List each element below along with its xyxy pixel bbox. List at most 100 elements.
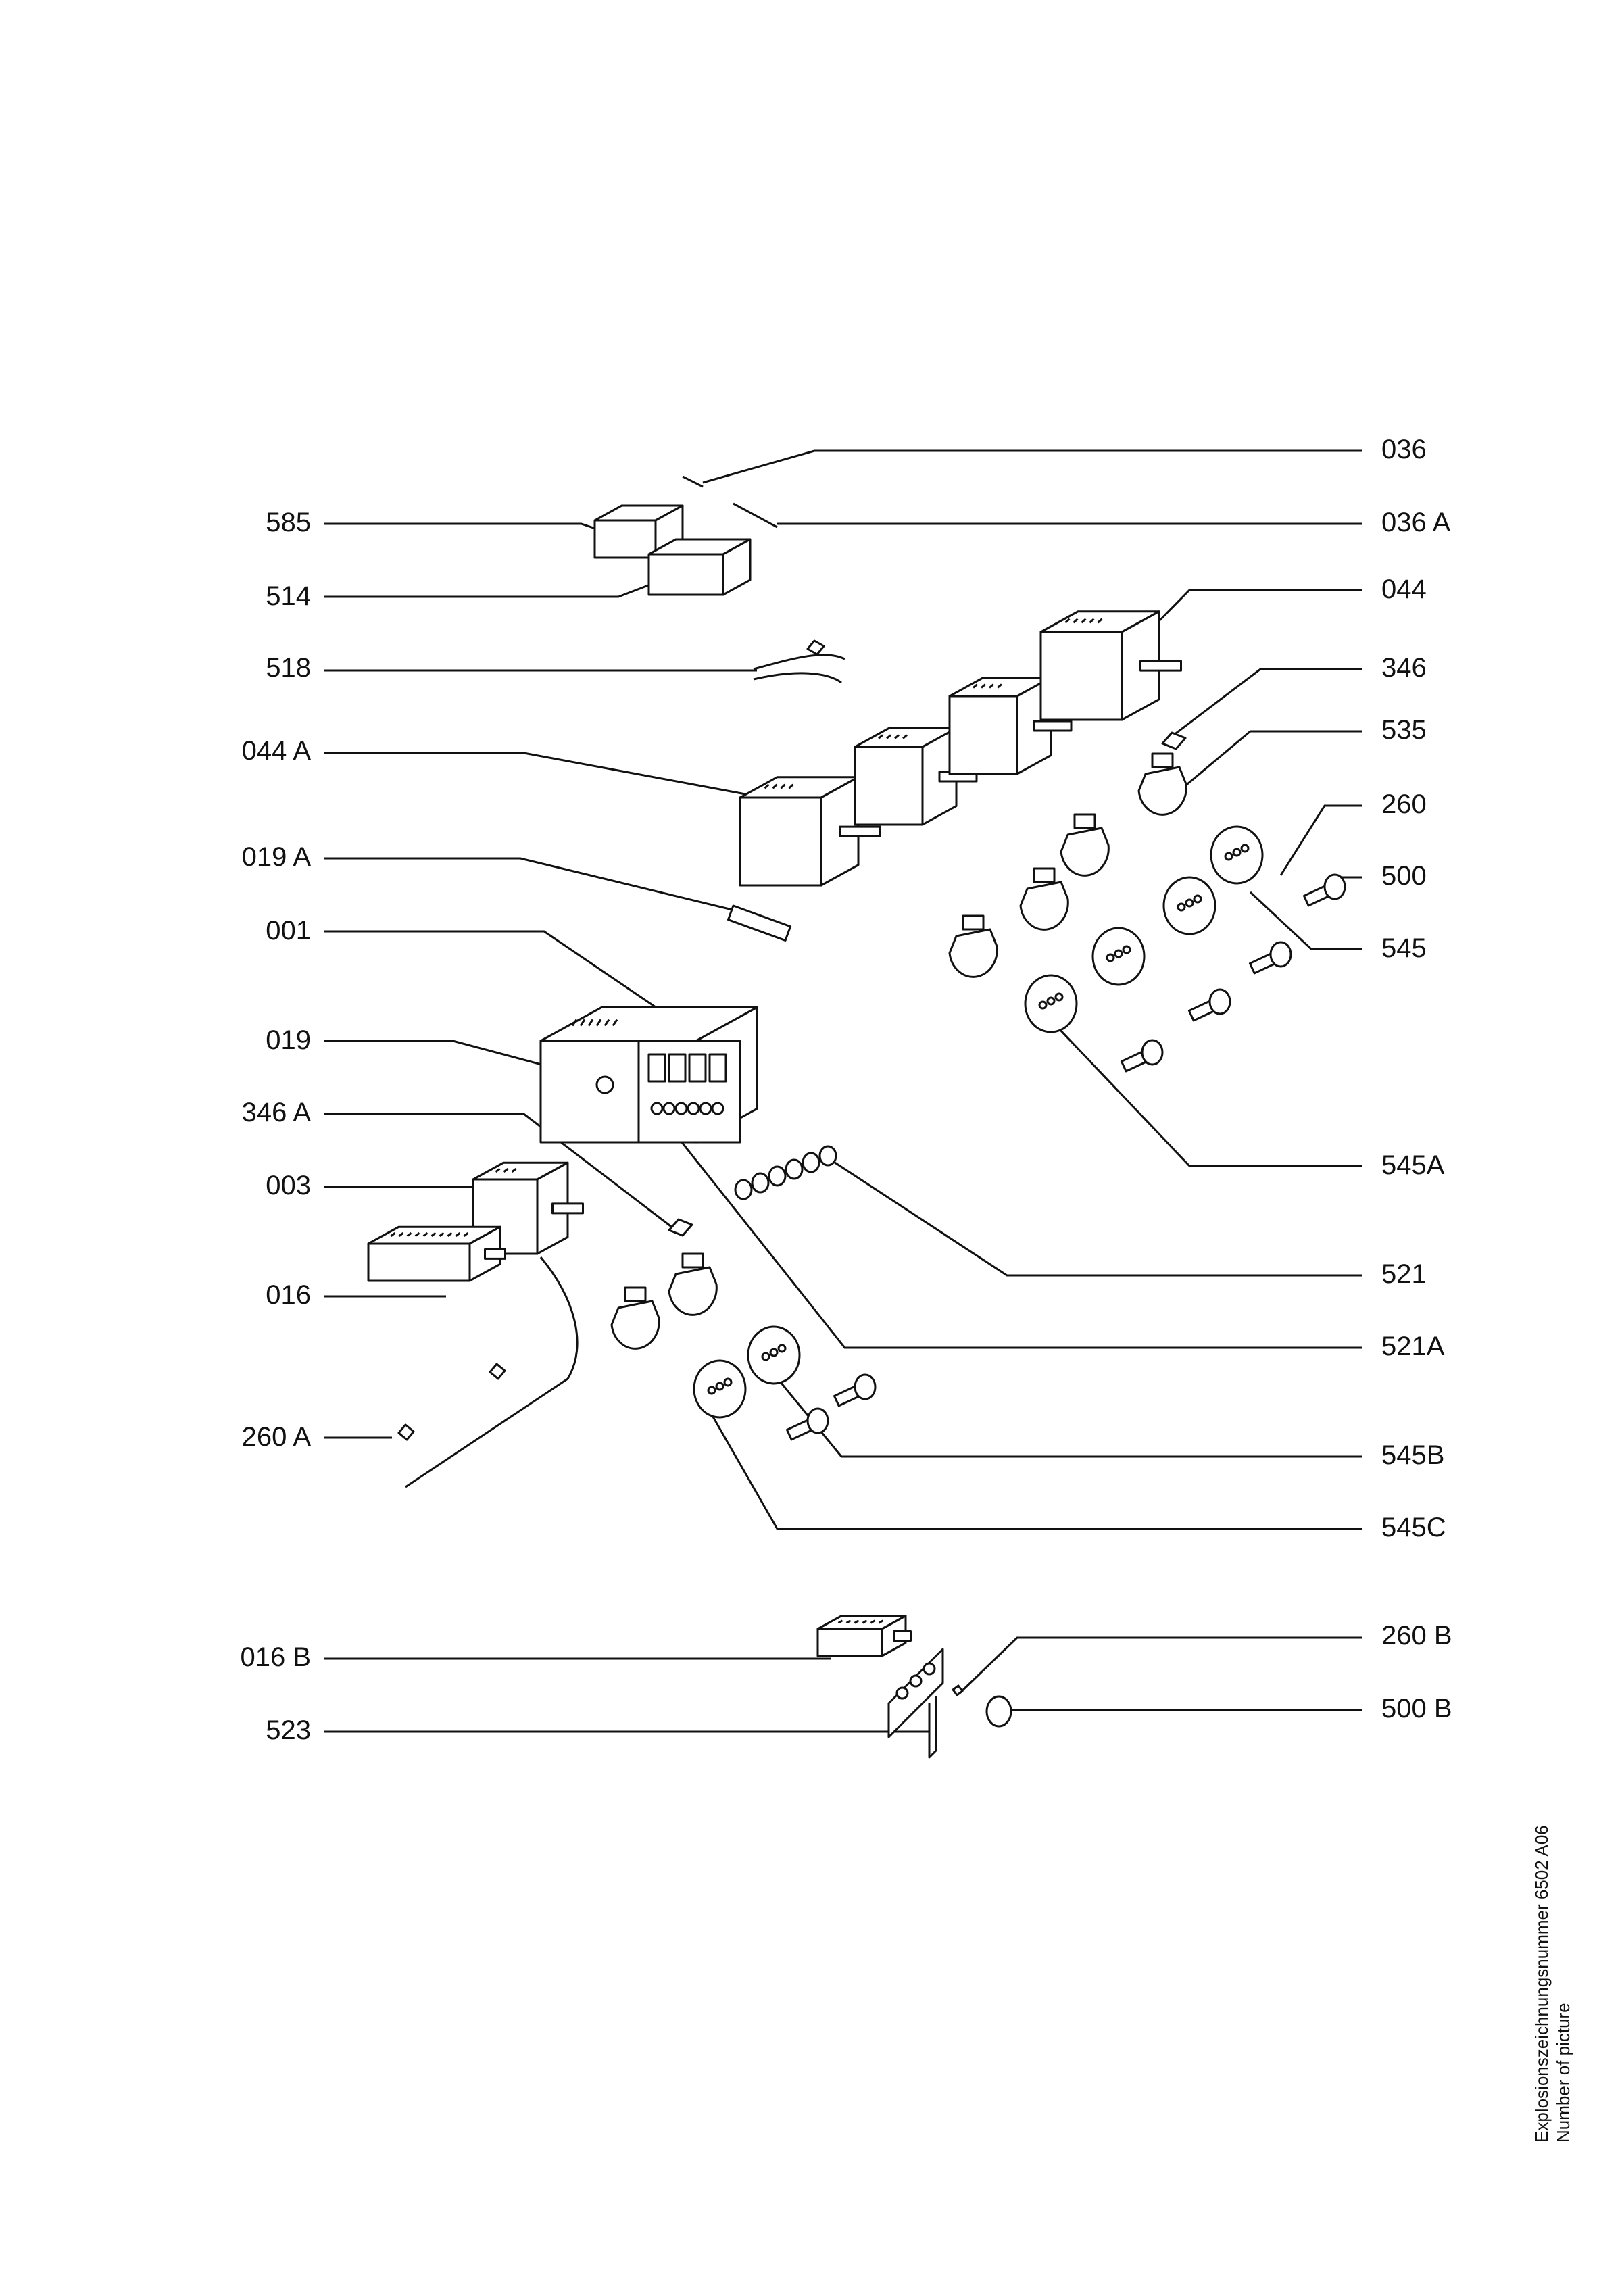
- label-500: 500: [1381, 861, 1427, 891]
- plate-hole: [909, 1674, 923, 1688]
- leader-260: [1279, 804, 1362, 876]
- bezel-1: [948, 914, 998, 978]
- timer-digit: [668, 1053, 687, 1083]
- label-521A: 521A: [1381, 1332, 1445, 1361]
- knob-545B: [747, 1325, 801, 1385]
- push-button-521: [751, 1172, 770, 1194]
- leader-260B: [958, 1636, 1362, 1694]
- timer-button: [662, 1102, 676, 1115]
- leader-521: [824, 1154, 1362, 1277]
- leader-514: [324, 580, 660, 598]
- bezel-535: [1137, 752, 1187, 816]
- regulator-044A: [739, 776, 881, 887]
- parts-artwork: [367, 475, 1346, 1759]
- label-003: 003: [266, 1171, 311, 1200]
- label-346: 346: [1381, 653, 1427, 683]
- label-260A: 260 A: [241, 1422, 311, 1452]
- timer-digit: [647, 1053, 666, 1083]
- leader-535: [1179, 730, 1362, 792]
- label-585: 585: [266, 508, 311, 537]
- regulator-044: [1039, 610, 1182, 721]
- bezel-3: [1060, 813, 1110, 877]
- knob-545C: [693, 1359, 747, 1419]
- timer-digit: [708, 1053, 727, 1083]
- label-001: 001: [266, 916, 311, 946]
- leader-001: [324, 930, 656, 1008]
- leader-036: [702, 449, 1362, 484]
- bezel-5: [668, 1252, 718, 1316]
- bezel-4: [610, 1286, 660, 1350]
- push-button-521: [818, 1145, 837, 1167]
- label-535: 535: [1381, 715, 1427, 745]
- label-514: 514: [266, 581, 311, 611]
- wire-harness-518: [753, 639, 845, 684]
- timer-button: [674, 1102, 688, 1115]
- timer-button: [699, 1102, 712, 1115]
- label-019: 019: [266, 1025, 311, 1055]
- leader-545C: [702, 1398, 1362, 1530]
- regulator-2: [854, 727, 978, 826]
- terminal-block-514: [647, 538, 752, 596]
- label-019A: 019 A: [241, 842, 311, 872]
- drawing-number-caption: Explosionszeichnungsnummer 6502 A06 Numb…: [1531, 1825, 1574, 2143]
- leader-545A: [1056, 1026, 1362, 1167]
- label-346A: 346 A: [241, 1098, 311, 1127]
- pilot-lamp-019A: [727, 904, 792, 942]
- clip-346: [1161, 731, 1187, 750]
- plate-hole: [895, 1686, 909, 1700]
- screw-knob-3: [1248, 941, 1292, 975]
- label-016B: 016 B: [240, 1642, 311, 1672]
- label-036A: 036 A: [1381, 508, 1451, 537]
- push-button-521: [785, 1158, 804, 1180]
- contact-036: [682, 475, 704, 488]
- screw-knob-1: [1120, 1039, 1164, 1073]
- screw-knob-4: [785, 1407, 829, 1441]
- clip-346A: [668, 1218, 693, 1237]
- knob-500B: [985, 1695, 1012, 1728]
- terminal-block-585: [593, 504, 684, 559]
- push-button-521: [768, 1165, 787, 1187]
- label-044A: 044 A: [241, 736, 311, 766]
- label-523: 523: [266, 1715, 311, 1745]
- knob-545: [1210, 825, 1264, 885]
- knob-3: [1162, 876, 1216, 935]
- leader-lines: [324, 449, 1362, 1733]
- caption-line-1: Explosionszeichnungsnummer 6502 A06: [1531, 1825, 1552, 2143]
- label-260: 260: [1381, 789, 1427, 819]
- screw-knob-5: [833, 1373, 877, 1407]
- clip-260A: [397, 1363, 506, 1441]
- knob-545A: [1024, 974, 1078, 1033]
- leader-044A: [324, 752, 764, 799]
- timer-button: [711, 1102, 724, 1115]
- label-036: 036: [1381, 435, 1427, 464]
- leader-521A: [664, 1121, 1362, 1349]
- timer-digit: [688, 1053, 707, 1083]
- label-545B: 545B: [1381, 1440, 1445, 1470]
- screw-knob-500: [1302, 873, 1346, 907]
- label-016: 016: [266, 1280, 311, 1310]
- label-545A: 545A: [1381, 1150, 1445, 1180]
- bezel-2: [1019, 867, 1069, 931]
- label-044: 044: [1381, 575, 1427, 604]
- plate-hole: [923, 1662, 936, 1676]
- contact-036A: [733, 502, 778, 529]
- caption-line-2: Number of picture: [1553, 2003, 1573, 2143]
- leader-019A: [324, 857, 744, 914]
- leader-346: [1162, 668, 1362, 745]
- push-button-521: [802, 1152, 820, 1173]
- label-260B: 260 B: [1381, 1621, 1452, 1651]
- knob-2: [1091, 927, 1146, 986]
- screw-knob-2: [1187, 988, 1231, 1022]
- timer-button: [650, 1102, 664, 1115]
- push-button-521: [734, 1179, 753, 1200]
- leader-346A: [324, 1113, 677, 1231]
- label-521: 521: [1381, 1259, 1427, 1289]
- bracket-523: [928, 1696, 937, 1759]
- label-518: 518: [266, 653, 311, 683]
- leader-545: [1249, 891, 1362, 950]
- switch-016B: [816, 1615, 912, 1657]
- switch-016: [367, 1225, 506, 1282]
- clip-260B: [952, 1684, 964, 1696]
